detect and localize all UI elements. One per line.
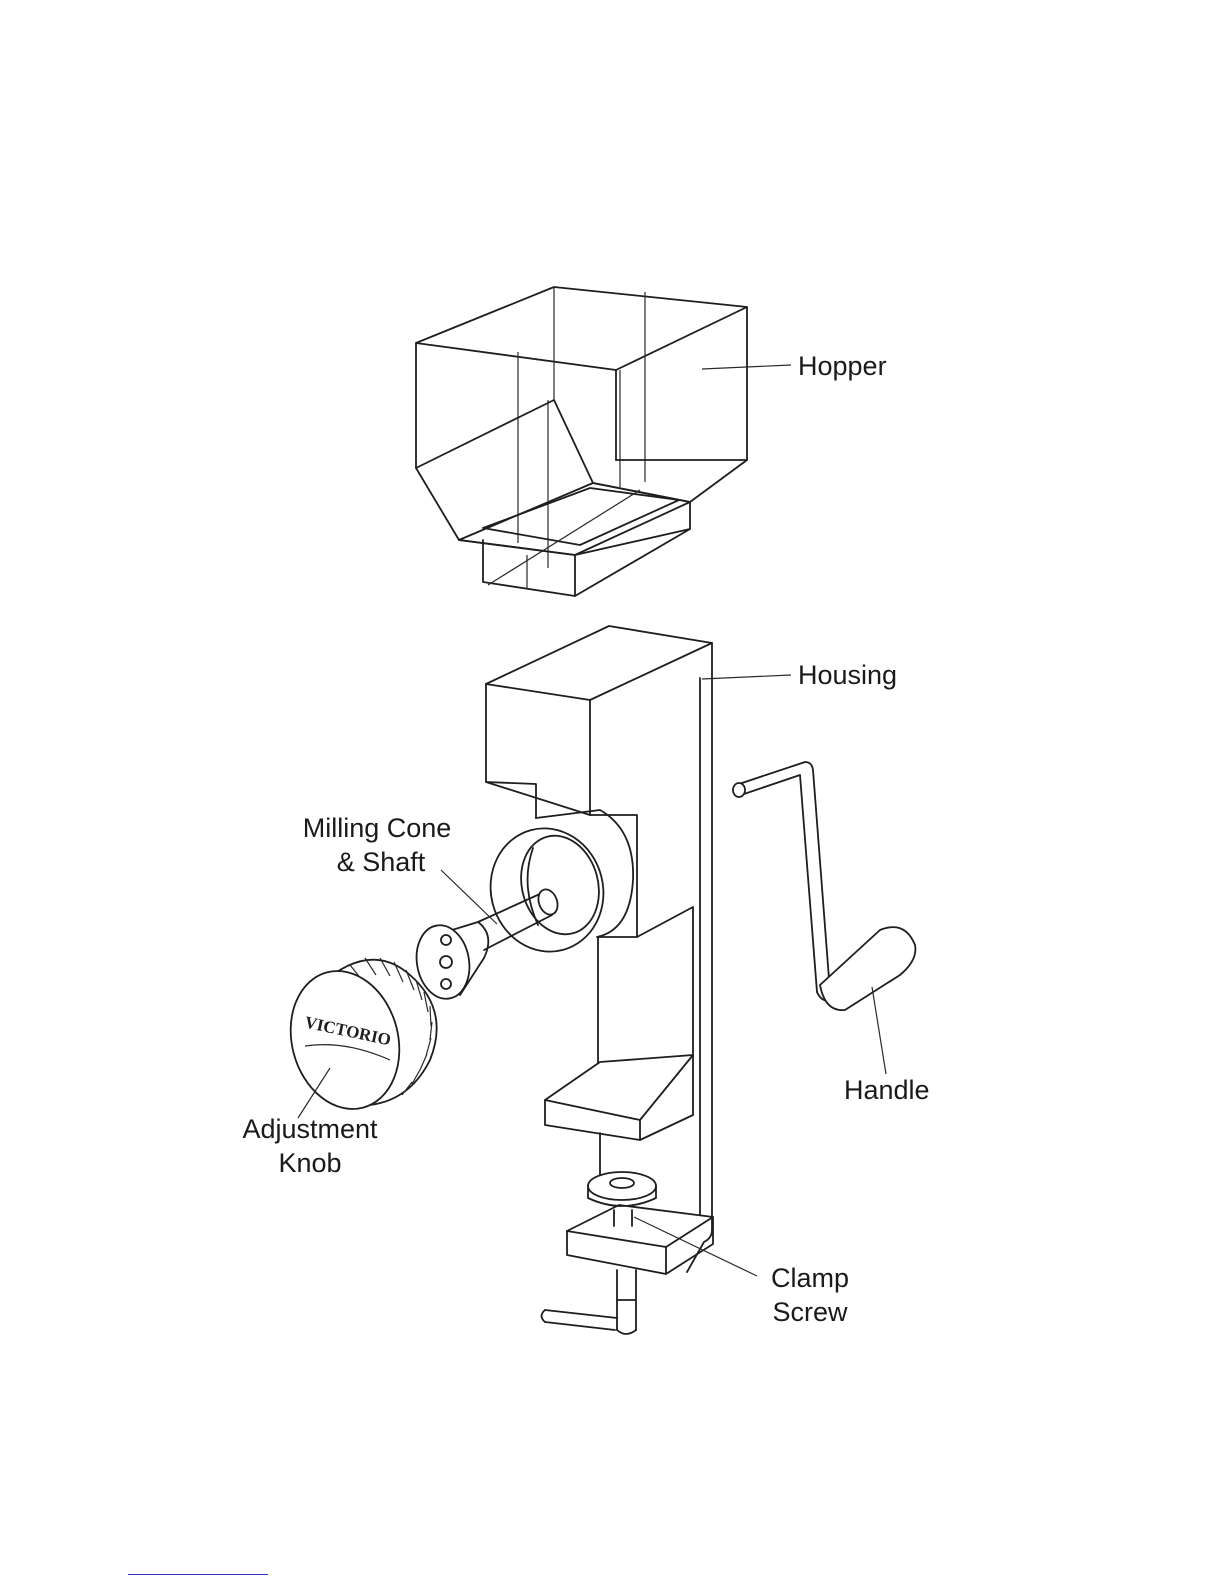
housing-leader	[702, 675, 791, 679]
hopper-part	[416, 287, 747, 596]
handle-leader	[872, 987, 886, 1074]
adjustment-knob-label: Adjustment Knob	[230, 1112, 390, 1180]
handle-part	[733, 762, 915, 1010]
footer-link-underline[interactable]	[128, 1574, 268, 1575]
hopper-label: Hopper	[798, 349, 887, 383]
handle-label: Handle	[844, 1073, 930, 1107]
clamp-screw-part	[542, 1172, 657, 1334]
milling-cone-shaft-label: Milling Cone & Shaft	[292, 811, 462, 879]
adjustment-knob-part: VICTORIO	[276, 958, 437, 1121]
clamp-screw-label: Clamp Screw	[760, 1261, 860, 1329]
housing-label: Housing	[798, 658, 897, 692]
